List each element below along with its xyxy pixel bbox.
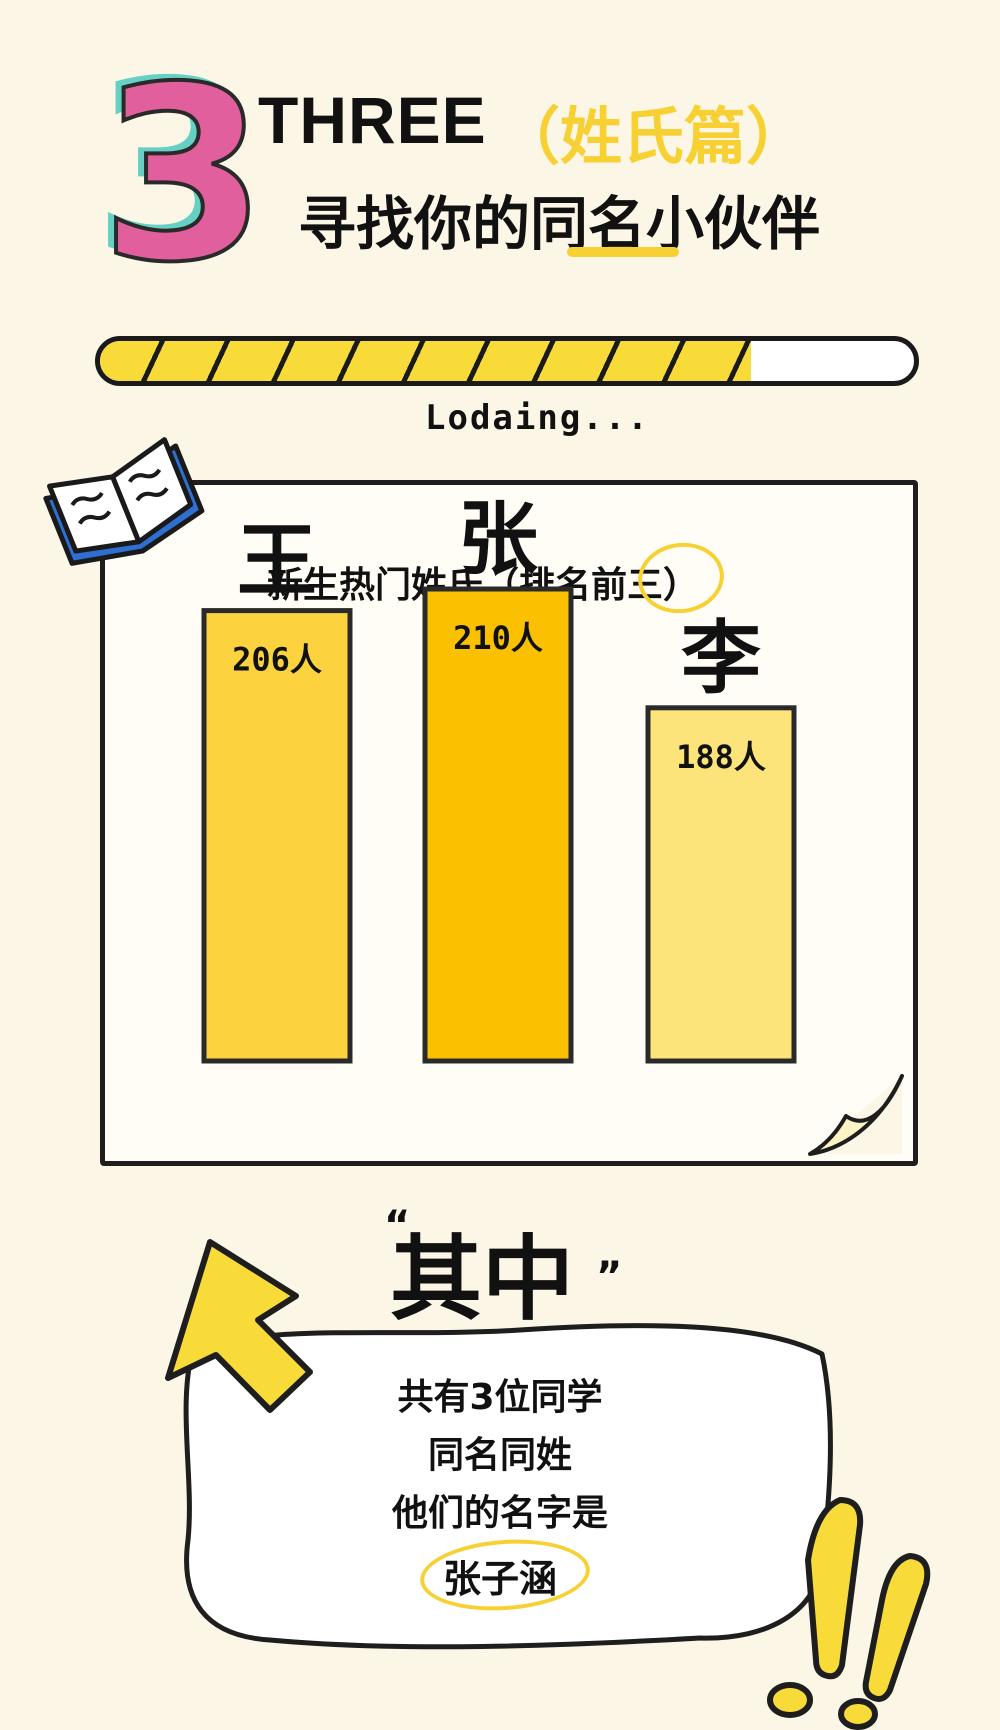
quote-open-mark: “ [384, 1203, 411, 1249]
bubble-line-3: 他们的名字是 [391, 1493, 608, 1534]
loading-text: Lodaing... [425, 398, 650, 438]
bar-0 [201, 608, 353, 1064]
section-category: （姓氏篇） [498, 100, 809, 173]
open-book-icon [43, 437, 205, 566]
bubble-line-2: 同名同姓 [427, 1435, 572, 1476]
subtitle-underline [567, 247, 679, 257]
bar-category-label-1: 张 [458, 493, 538, 586]
bar-category-label-0: 王 [237, 515, 317, 608]
page-curl-decoration [808, 1074, 904, 1156]
bubble-line-1: 共有3位同学 [397, 1377, 603, 1418]
loading-progress-fill [100, 341, 752, 381]
bar-value-label-0: 206人 [232, 641, 322, 679]
bubble-name: 张子涵 [442, 1557, 557, 1601]
bar-value-label-2: 188人 [676, 738, 766, 776]
quote-close-mark: ” [596, 1254, 623, 1300]
arrow-icon [165, 1239, 313, 1413]
bar-category-label-2: 李 [681, 612, 761, 705]
bar-1 [422, 586, 574, 1064]
speech-bubble [183, 1323, 833, 1650]
quote-text: 其中 [390, 1226, 575, 1333]
page-subtitle: 寻找你的同名小伙伴 [298, 190, 821, 258]
bar-value-label-1: 210人 [453, 619, 543, 657]
section-number: 3 [98, 35, 269, 315]
section-english-title: THREE [258, 83, 487, 157]
double-exclamation-icon [767, 1497, 931, 1730]
bar-2 [645, 705, 797, 1064]
loading-progress-bar [95, 336, 919, 386]
